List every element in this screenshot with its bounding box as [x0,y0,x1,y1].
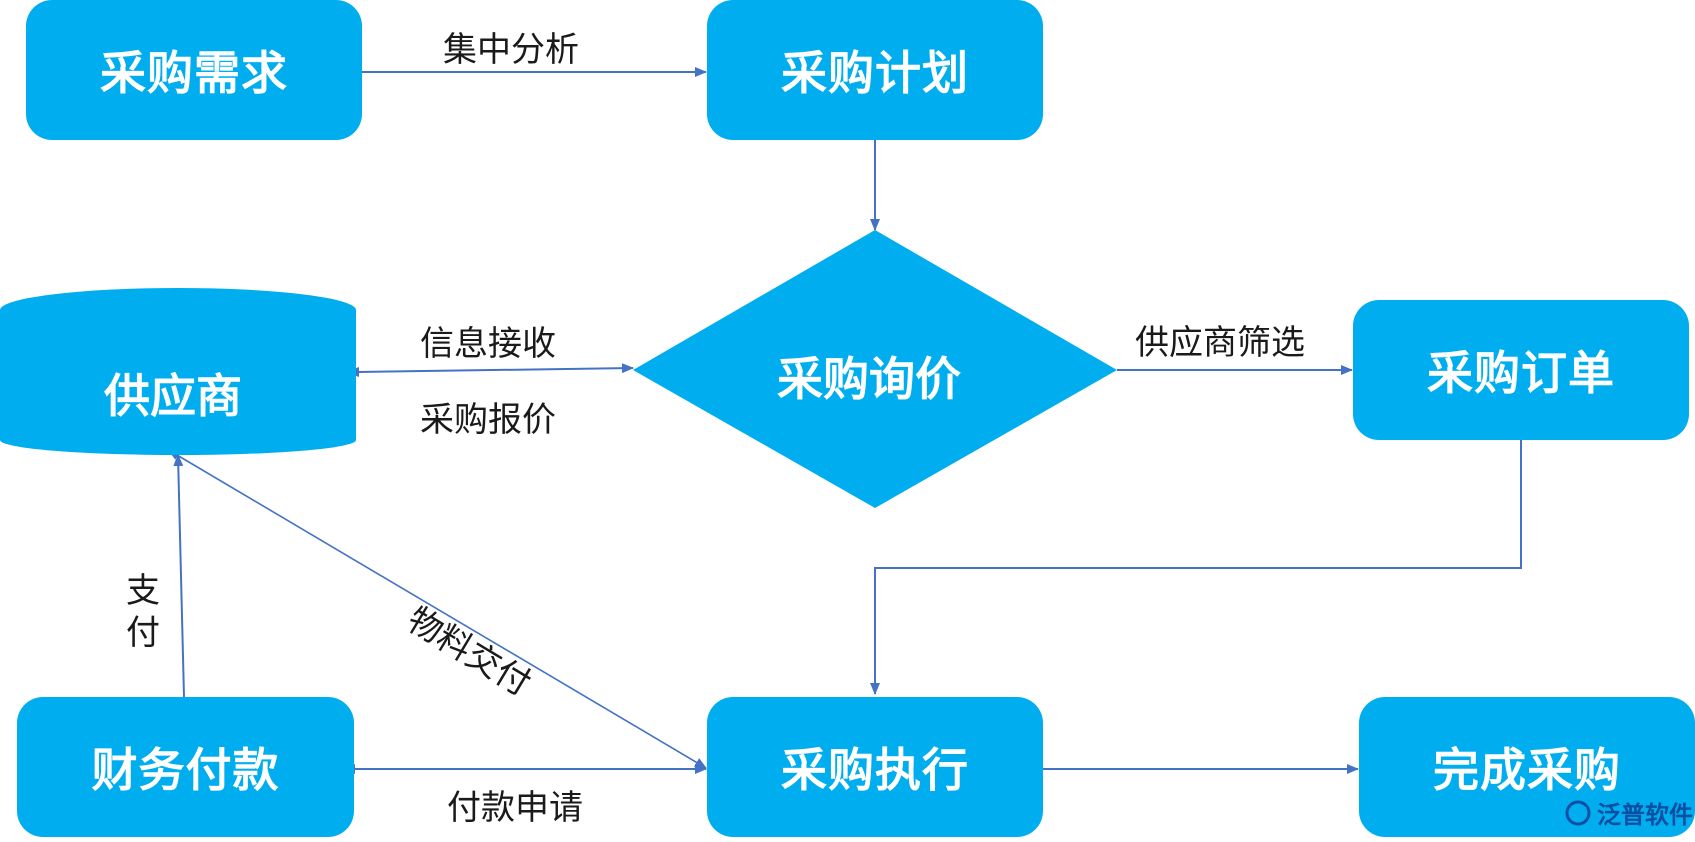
edge-order-to-execution [870,440,1522,695]
node-supplier: 供应商 [104,369,242,423]
supplier-database-shape [0,288,356,455]
label-supplier-screening: 供应商筛选 [1135,323,1305,363]
edge-finance-to-supplier [173,454,185,698]
brand-logo-icon [1565,800,1591,825]
node-purchase-demand: 采购需求 [26,0,362,140]
label-payment-request: 付款申请 [447,788,583,828]
node-purchase-order: 采购订单 [1353,300,1689,440]
decision-diamond [633,230,1117,508]
node-purchase-execution: 采购执行 [707,697,1043,837]
brand-logo: 泛普软件 [1565,795,1693,830]
edge-supplier-execution [167,449,707,769]
label-payment: 支付 [126,571,160,653]
label-centralized-analysis: 集中分析 [443,30,579,70]
node-finance-payment: 财务付款 [17,697,354,837]
node-purchase-inquiry: 采购询价 [777,352,961,406]
brand-logo-text: 泛普软件 [1597,801,1693,829]
node-purchase-complete: 完成采购 [1359,697,1695,837]
node-purchase-plan: 采购计划 [707,0,1043,140]
label-info-receive: 信息接收 [420,324,556,364]
edge-supplier-inquiry [347,363,634,377]
label-purchase-quote: 采购报价 [420,400,556,440]
